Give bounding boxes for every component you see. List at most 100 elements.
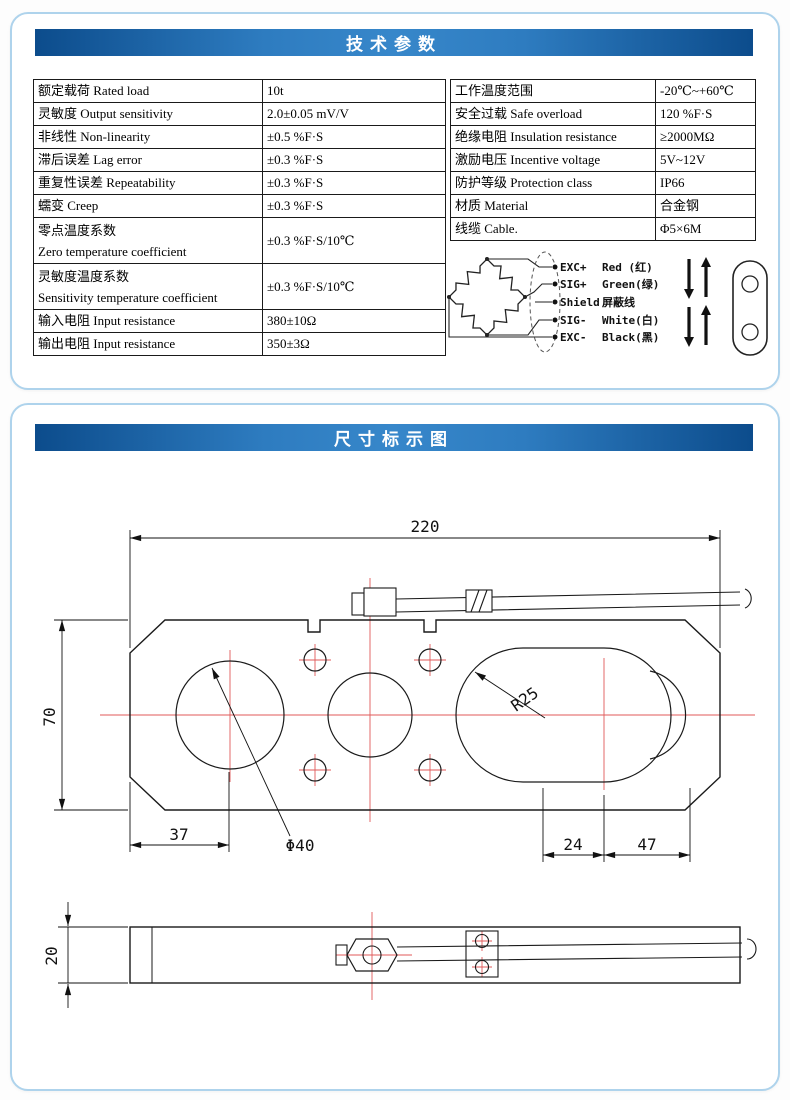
spec-label: 重复性误差 Repeatability [33,171,263,195]
cable-break-icon [746,938,757,960]
bridge-wires [448,258,552,338]
spec-value: 120 %F·S [655,102,756,126]
dim-label-slot-a: 24 [563,835,582,854]
spec-label-line2: Sensitivity temperature coefficient [38,289,218,305]
dimension-drawing: 220 70 37 Φ40 24 47 R25 20 [40,517,757,1008]
spec-label: 线缆 Cable. [450,217,656,241]
side-view [129,926,757,984]
wire-color: 屏蔽线 [602,295,635,309]
wire-color: Black(黑) [602,331,659,344]
spec-label: 额定载荷 Rated load [33,79,263,103]
specs-panel: 技术参数 额定载荷 Rated load 10t 灵敏度 Output sens… [10,12,780,390]
spec-row: 零点温度系数 Zero temperature coefficient ±0.3… [33,217,446,264]
wire-name: SIG+ [560,278,587,291]
wire-color: White(白) [602,313,659,327]
right-arc [649,670,687,760]
spec-row: 激励电压 Incentive voltage 5V~12V [450,148,756,172]
cable-clamp-plate [465,930,499,978]
wire-name: Shield [560,296,600,309]
spec-label: 输入电阻 Input resistance [33,309,263,333]
dim-label-hole-diameter: Φ40 [286,836,315,855]
spec-row: 输出电阻 Input resistance 350±3Ω [33,332,446,356]
spec-row: 重复性误差 Repeatability ±0.3 %F·S [33,171,446,195]
mount-hole [418,758,442,782]
spec-row: 额定载荷 Rated load 10t [33,79,446,103]
spec-row: 灵敏度温度系数 Sensitivity temperature coeffici… [33,263,446,310]
dimension-title-banner: 尺寸标示图 [35,424,753,451]
slot-hole [455,647,672,783]
specs-title-banner: 技术参数 [35,29,753,56]
center-bore-hole [327,672,413,758]
spec-label-line2: Zero temperature coefficient [38,243,187,259]
spec-row: 输入电阻 Input resistance 380±10Ω [33,309,446,333]
spec-label: 滞后误差 Lag error [33,148,263,172]
dim-label-length: 220 [411,517,440,536]
spec-value: ±0.3 %F·S [262,194,446,218]
bridge-nodes [447,257,527,337]
dim-label-width: 70 [40,707,59,726]
left-bore-hole [175,660,285,770]
spec-row: 灵敏度 Output sensitivity 2.0±0.05 mV/V [33,102,446,126]
spec-label: 输出电阻 Input resistance [33,332,263,356]
spec-label: 工作温度范围 [450,79,656,103]
spec-row: 材质 Material 合金钢 [450,194,756,218]
spec-value: IP66 [655,171,756,195]
mount-hole [303,758,327,782]
spec-value: 合金钢 [655,194,756,218]
spec-row: 蠕变 Creep ±0.3 %F·S [33,194,446,218]
spec-label-line1: 零点温度系数 [38,222,117,238]
dimension-lines [54,530,721,1008]
spec-label: 蠕变 Creep [33,194,263,218]
mount-hole [303,648,327,672]
spec-value: ±0.3 %F·S [262,171,446,195]
wire-name: SIG- [560,314,587,327]
spec-label: 安全过载 Safe overload [450,102,656,126]
spec-label: 材质 Material [450,194,656,218]
spec-row: 线缆 Cable. Φ5×6M [450,217,756,241]
dim-label-slot-radius: R25 [507,683,542,715]
wire-labels: EXC+ Red (红) SIG+ Green(绿) Shield 屏蔽线 SI… [560,260,659,344]
bridge-circuit-icon [448,258,526,336]
dim-label-slot-b: 47 [637,835,656,854]
spec-row: 防护等级 Protection class IP66 [450,171,756,195]
spec-value: 380±10Ω [262,309,446,333]
top-view-outline [129,619,721,811]
wiring-diagram: EXC+ Red (红) SIG+ Green(绿) Shield 屏蔽线 SI… [447,251,768,356]
wire-terminals [552,264,558,340]
spec-value: 5V~12V [655,148,756,172]
cable-break-icon [744,588,752,609]
spec-row: 滞后误差 Lag error ±0.3 %F·S [33,148,446,172]
dim-label-thickness: 20 [42,946,61,965]
spec-value: -20℃~+60℃ [655,79,756,103]
dim-label-offset: 37 [169,825,188,844]
spec-label: 防护等级 Protection class [450,171,656,195]
spec-value: 10t [262,79,446,103]
spec-row: 绝缘电阻 Insulation resistance ≥2000MΩ [450,125,756,149]
cable-gland-top-view [351,587,752,617]
spec-value: 2.0±0.05 mV/V [262,102,446,126]
link-plate-icon [732,260,768,356]
wire-color: Red (红) [602,260,653,274]
spec-value: ±0.3 %F·S/10℃ [262,263,446,310]
wire-name: EXC- [560,331,587,344]
spec-label: 绝缘电阻 Insulation resistance [450,125,656,149]
spec-label: 灵敏度 Output sensitivity [33,102,263,126]
specs-table-right: 工作温度范围 -20℃~+60℃ 安全过载 Safe overload 120 … [450,79,756,241]
spec-value: ≥2000MΩ [655,125,756,149]
wire-name: EXC+ [560,261,587,274]
wire-color: Green(绿) [602,277,659,291]
spec-value: ±0.3 %F·S [262,148,446,172]
spec-label-line1: 灵敏度温度系数 [38,268,130,284]
spec-label: 激励电压 Incentive voltage [450,148,656,172]
mount-hole [418,648,442,672]
specs-table-left: 额定载荷 Rated load 10t 灵敏度 Output sensitivi… [33,79,446,356]
specs-title: 技术参数 [346,35,442,54]
spec-row: 非线性 Non-linearity ±0.5 %F·S [33,125,446,149]
clamp-screw [474,933,490,949]
spec-value: ±0.3 %F·S/10℃ [262,217,446,264]
spec-row: 安全过载 Safe overload 120 %F·S [450,102,756,126]
load-direction-arrows-icon [684,257,711,347]
spec-label: 非线性 Non-linearity [33,125,263,149]
dimension-panel: 尺寸标示图 [10,403,780,1091]
